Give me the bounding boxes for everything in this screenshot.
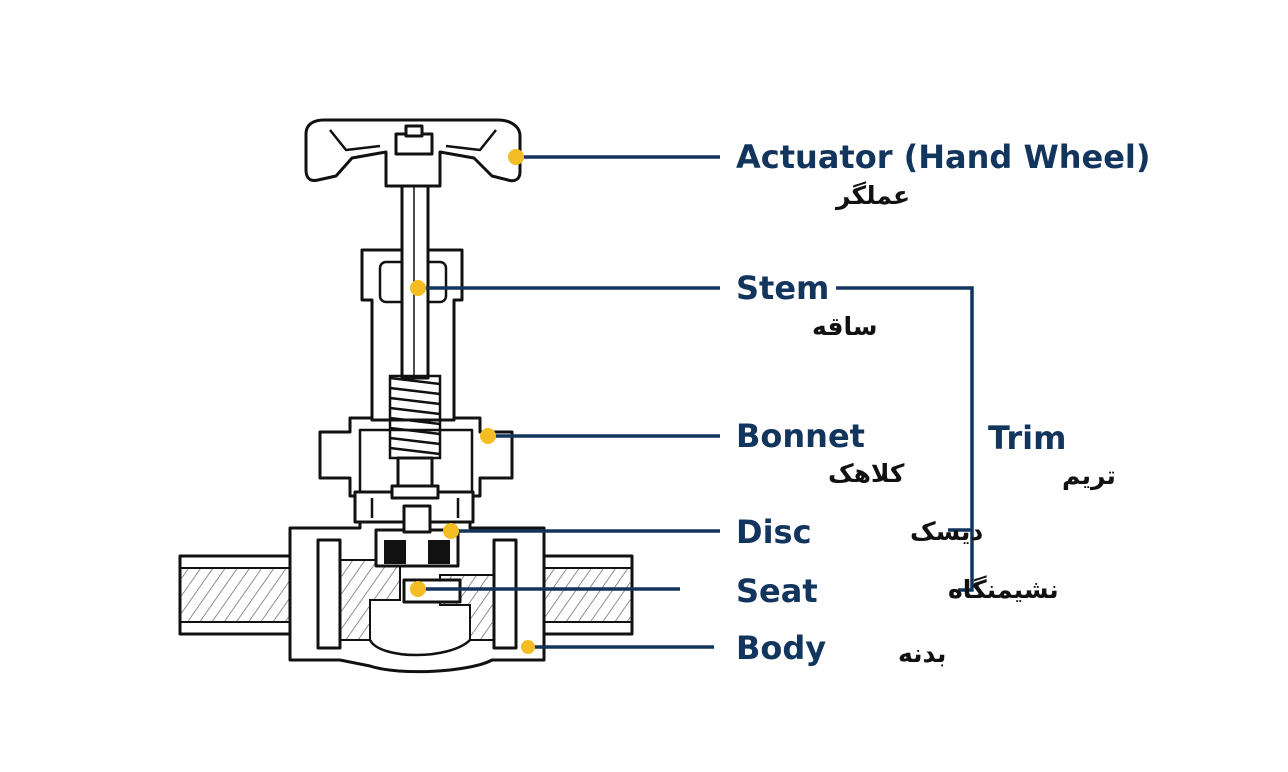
label-body-fa: بدنه xyxy=(898,639,946,668)
hand-wheel xyxy=(304,118,522,188)
label-bonnet: Bonnet xyxy=(736,417,865,455)
label-actuator: Actuator (Hand Wheel) xyxy=(736,138,1151,176)
marker-bonnet xyxy=(480,428,496,444)
leader-bonnet xyxy=(480,428,720,444)
label-bonnet-fa: کلاهک xyxy=(828,459,905,488)
leader-disc xyxy=(443,523,720,539)
marker-body xyxy=(521,640,535,654)
marker-actuator xyxy=(508,149,524,165)
label-seat: Seat xyxy=(736,572,818,610)
label-trim-fa: تریم xyxy=(1062,461,1116,491)
label-trim: Trim xyxy=(988,419,1066,457)
label-seat-fa: نشیمنگاه xyxy=(948,575,1059,604)
leader-body xyxy=(521,640,714,654)
leader-actuator xyxy=(508,149,720,165)
label-disc: Disc xyxy=(736,513,812,551)
marker-stem xyxy=(410,280,426,296)
label-stem-fa: ساقه xyxy=(812,312,878,341)
marker-seat xyxy=(410,581,426,597)
label-disc-fa: دیسک xyxy=(910,517,983,546)
leader-seat xyxy=(410,581,680,597)
label-body: Body xyxy=(736,629,826,667)
trim-bracket xyxy=(836,286,974,592)
leader-stem xyxy=(410,280,720,296)
valve-disc xyxy=(374,504,460,568)
label-stem: Stem xyxy=(736,269,829,307)
label-actuator-fa: عملگر xyxy=(834,181,910,211)
marker-disc xyxy=(443,523,459,539)
